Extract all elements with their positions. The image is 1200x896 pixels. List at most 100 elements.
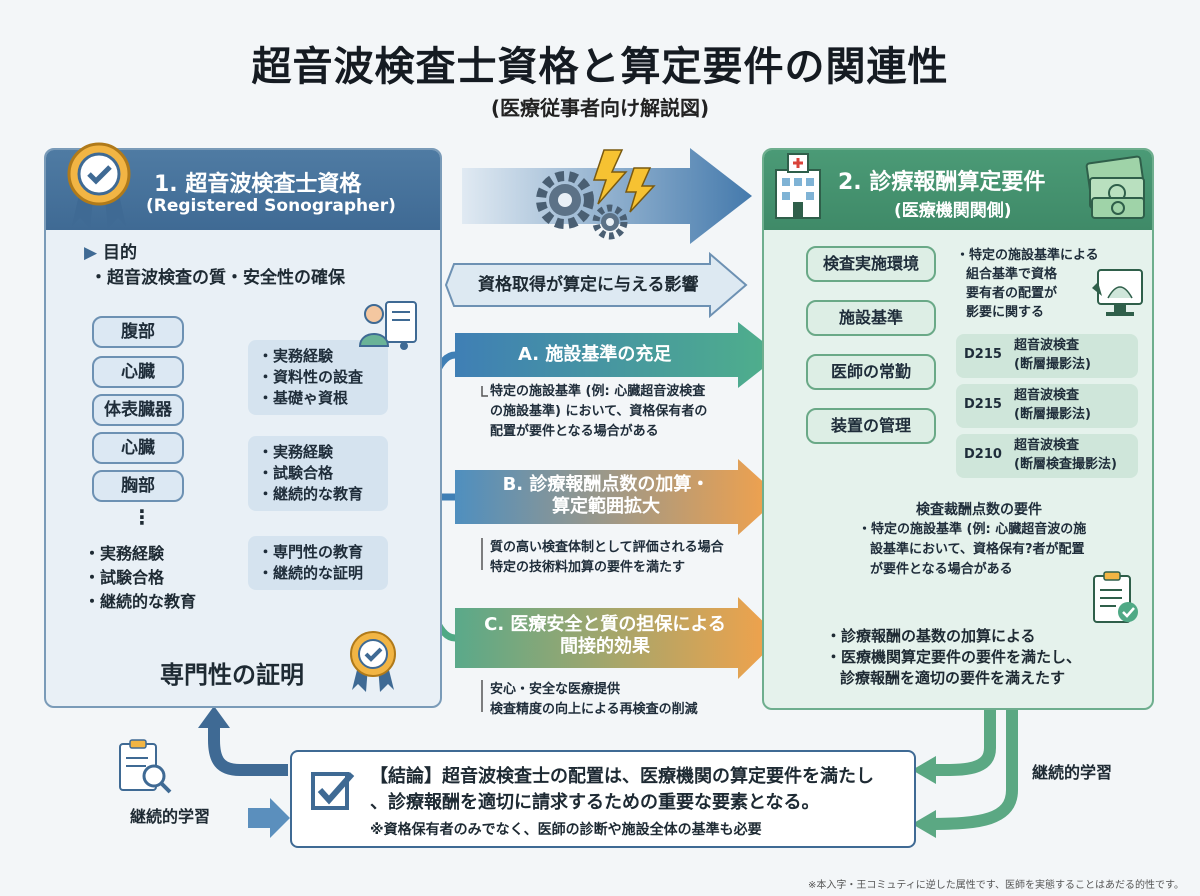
purpose-item: ・超音波検査の質・安全性の確保: [90, 268, 345, 288]
field-pill-1: 腹部: [92, 316, 184, 348]
effect-c-title: C. 医療安全と質の担保による 間接的効果: [470, 614, 740, 658]
points-desc-line: ・特定の施設基準 (例: 心臓超音波の施: [858, 522, 1087, 537]
facility-note-line: 要有者の配置が: [966, 286, 1058, 301]
arrow-c: [455, 597, 780, 679]
effect-a-line: の施設基準) において、資格保有者の: [490, 404, 708, 419]
effect-c-title-line: C. 医療安全と質の担保による: [484, 614, 726, 635]
group2-item: ・継続的な教育: [258, 485, 364, 503]
expertise-proof-label: 専門性の証明: [160, 661, 304, 689]
points-desc-line: 設基準において、資格保有?者が配置: [870, 542, 1085, 557]
group2-item: ・実務経験: [258, 443, 334, 461]
effect-b-line: 特定の技術料加算の要件を満たす: [490, 560, 686, 575]
fee-code: D210: [964, 447, 1002, 462]
footnote: ※本入字・王コミュティに逆した属性です、医師を実態することはあだる的性です。: [808, 880, 1184, 891]
fee-result-line: ・医療機関算定要件の要件を満たし、: [826, 648, 1082, 666]
effect-a-line: 特定の施設基準 (例: 心臓超音波検査: [490, 384, 706, 399]
effect-c-title-line: 間接的効果: [560, 636, 650, 657]
left-loop-arrow: [248, 798, 290, 838]
fee-code: D215: [964, 397, 1002, 412]
page-title: 超音波検査士資格と算定要件の関連性: [251, 44, 949, 90]
certificate-badge-icon: [350, 631, 396, 692]
points-requirement-title: 検査裁酬点数の要件: [916, 502, 1042, 518]
lightning-icon-2: [624, 167, 656, 213]
effect-b-title-line: 算定範囲拡大: [552, 496, 660, 517]
requirement-group-3: ・専門性の教育 ・継続的な証明: [248, 536, 388, 590]
group1-item: ・資料性の設査: [258, 368, 364, 386]
facility-note-line: ・特定の施設基準による: [956, 248, 1099, 263]
fee-code-box-2: D215 超音波検査 (断層撮影法): [956, 384, 1138, 428]
clipboard-check-icon: [1093, 571, 1138, 623]
group1-item: ・実務経験: [258, 347, 334, 365]
points-requirement-desc: ・特定の施設基準 (例: 心臓超音波の施 設基準において、資格保有?者が配置 が…: [858, 520, 1086, 580]
fee-code-method: (断層検査撮影法): [1014, 457, 1117, 472]
points-desc-line: が要件となる場合がある: [870, 562, 1013, 577]
arrow-a: [455, 322, 780, 388]
requirement-item-4: 装置の管理: [806, 408, 936, 444]
right-loop-label: 継続的学習: [1032, 763, 1113, 782]
ribbon-badge-icon: [67, 142, 131, 228]
group2-item: ・試験合格: [258, 464, 334, 482]
group3-item: ・専門性の教育: [258, 543, 364, 561]
fee-code-method: (断層撮影法): [1014, 407, 1091, 422]
effect-c-line: 検査精度の向上による再検査の削減: [490, 702, 698, 717]
requirement-item-2: 施設基準: [806, 300, 936, 336]
fee-code: D215: [964, 347, 1002, 362]
sonographer-panel: 1. 超音波検査士資格 (Registered Sonographer): [44, 148, 442, 708]
facility-note-line: 影要に関する: [966, 305, 1045, 320]
requirement-item-1: 検査実施環境: [806, 246, 936, 282]
checkbox-check-icon: [311, 772, 355, 810]
fee-result-line: 診療報酬を適切の要件を満えたす: [840, 669, 1066, 687]
bottom-qualification-list: ・実務経験 ・試験合格 ・継続的な教育: [84, 542, 196, 614]
effect-c-description: 安心・安全な医療提供 検査精度の向上による再検査の削減: [490, 680, 698, 720]
conclusion-line-2: 、診療報酬を適切に請求するための重要な要素となる。: [370, 792, 820, 813]
field-pill-4: 心臓: [92, 432, 184, 464]
group3-item: ・継続的な証明: [258, 564, 364, 582]
requirement-group-2: ・実務経験 ・試験合格 ・継続的な教育: [248, 436, 388, 511]
field-pill-3: 体表臓器: [92, 394, 184, 426]
facility-note: ・特定の施設基準による 組合基準で資格 要有者の配置が 影要に関する: [956, 246, 1099, 322]
clipboard-search-icon: [119, 739, 172, 794]
left-loop-label: 継続的学習: [130, 807, 211, 826]
fee-code-box-3: D210 超音波検査 (断層検査撮影法): [956, 434, 1138, 478]
medical-fee-heading: 2. 診療報酬算定要件: [838, 170, 1046, 195]
effect-c-line: 安心・安全な医療提供: [490, 682, 621, 697]
influence-arrow: [444, 251, 748, 319]
fee-results: ・診療報酬の基数の加算による ・医療機関算定要件の要件を満たし、 診療報酬を適切…: [826, 626, 1081, 689]
field-pill-5: 胸部: [92, 470, 184, 502]
requirement-item-3: 医師の常勤: [806, 354, 936, 390]
effect-b-title: B. 診療報酬点数の加算・ 算定範囲拡大: [486, 474, 726, 518]
field-ellipsis: ⋮: [132, 505, 152, 529]
bottom-list-item: ・継続的な教育: [84, 592, 197, 611]
sonographer-heading: 1. 超音波検査士資格: [154, 172, 362, 197]
money-icon: [1085, 155, 1145, 219]
effect-b-line: 質の高い検査体制として評価される場合: [490, 540, 724, 555]
effect-a-description: 特定の施設基準 (例: 心臓超音波検査 の施設基準) において、資格保有者の 配…: [490, 382, 707, 442]
bullet-marker-icon: ▶: [84, 243, 98, 263]
purpose-label: 目的: [103, 243, 137, 263]
requirement-group-1: ・実務経験 ・資料性の設査 ・基礎ゃ資根: [248, 340, 388, 415]
facility-note-line: 組合基準で資格: [966, 267, 1058, 282]
fee-code-name: 超音波検査: [1014, 338, 1080, 353]
top-flow-arrow: [462, 148, 752, 244]
effect-b-title-line: B. 診療報酬点数の加算・: [502, 474, 710, 495]
bottom-list-item: ・試験合格: [84, 568, 165, 587]
ultrasound-monitor-icon: [1092, 269, 1143, 316]
fee-result-line: ・診療報酬の基数の加算による: [826, 627, 1036, 645]
medical-fee-heading-sub: (医療機関関側): [894, 201, 1012, 221]
conclusion-note: ※資格保有者のみでなく、医師の診断や施設全体の基準も必要: [370, 822, 762, 838]
fee-code-name: 超音波検査: [1014, 438, 1080, 453]
bottom-list-item: ・実務経験: [84, 544, 165, 563]
conclusion-box: 【結論】超音波検査士の配置は、医療機関の算定要件を満たし 、診療報酬を適切に請求…: [290, 750, 916, 848]
doctor-icon: [358, 301, 417, 350]
effect-a-line: 配置が要件となる場合がある: [490, 424, 659, 439]
fee-code-box-1: D215 超音波検査 (断層撮影法): [956, 334, 1138, 378]
fee-code-name: 超音波検査: [1014, 388, 1080, 403]
gear-small-icon: [592, 204, 628, 240]
sonographer-heading-en: (Registered Sonographer): [146, 196, 396, 216]
page-subtitle: (医療従事者向け解説図): [490, 96, 710, 120]
gear-icon: [536, 171, 594, 229]
hospital-icon: [775, 153, 821, 219]
influence-label: 資格取得が算定に与える影響: [478, 275, 699, 295]
effect-a-title: A. 施設基準の充足: [518, 344, 672, 365]
